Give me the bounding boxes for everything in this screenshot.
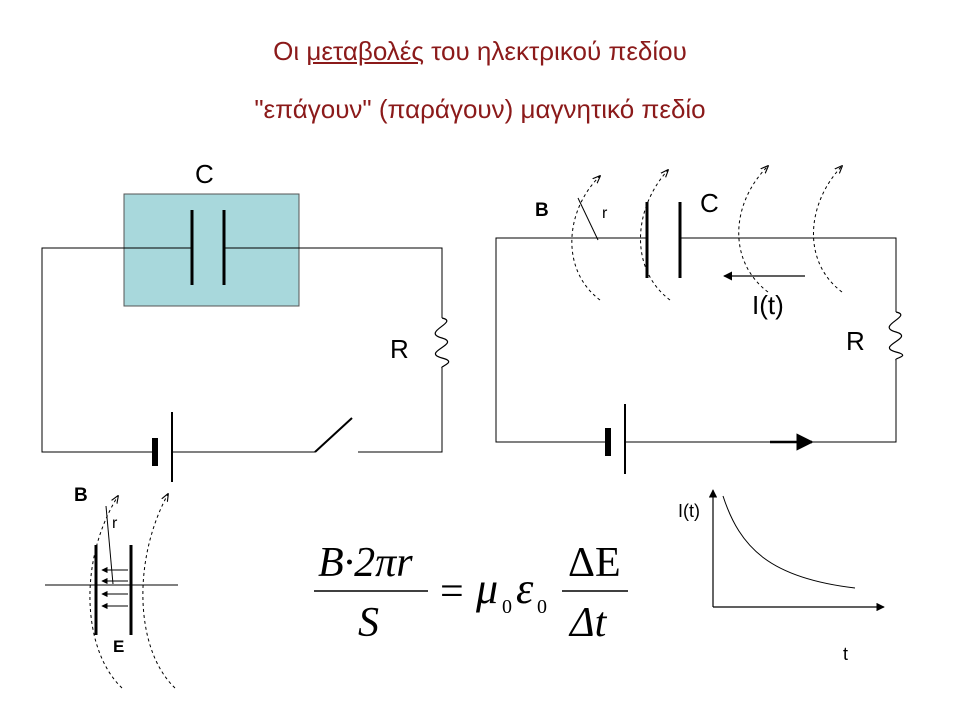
graph-x-label: t [843, 644, 848, 664]
right-capacitor-label: C [700, 188, 719, 218]
detail-field-b-label: B [74, 485, 88, 506]
left-capacitor-label: C [195, 159, 214, 189]
detail-radius-label: r [112, 515, 118, 532]
current-label: I(t) [752, 290, 784, 320]
left-switch [314, 417, 353, 453]
title-prefix: Οι [273, 36, 307, 66]
equation-equals: = [440, 569, 464, 615]
right-circuit-wire [495, 237, 647, 443]
left-circuit-wire-right [224, 247, 443, 318]
left-resistor-label: R [390, 334, 409, 364]
graph-decay-curve [722, 495, 856, 589]
title-emphasis: μεταβολές [306, 36, 424, 66]
left-circuit-wire-bottom [172, 368, 443, 453]
right-resistor [888, 311, 904, 361]
right-radius-label: r [602, 205, 608, 222]
equation-rhs-denominator: Δt [568, 600, 608, 646]
right-circuit: B r C I(t) R [495, 166, 904, 474]
left-circuit-wire [41, 247, 192, 453]
right-resistor-label: R [846, 326, 865, 356]
field-line-b-4 [813, 166, 842, 293]
detail-field-e-label: E [113, 637, 124, 656]
equation-mu: μ [475, 564, 498, 613]
left-resistor [434, 317, 450, 369]
field-line-b-3 [738, 166, 768, 293]
equation-mu-sub: 0 [502, 596, 512, 618]
title-line-2: "επάγουν" (παράγουν) μαγνητικό πεδίο [254, 94, 706, 124]
plates-detail: B r E [45, 485, 178, 689]
right-field-b-label: B [535, 200, 549, 221]
right-circuit-wire-right [680, 237, 897, 312]
equation-rhs-numerator: ΔE [568, 540, 621, 586]
detail-radius-line [105, 505, 114, 585]
equation-eps: ε [516, 564, 534, 613]
capacitor-region [123, 193, 300, 307]
detail-field-line-1 [89, 496, 123, 689]
field-line-b-2 [640, 170, 671, 301]
detail-field-line-2 [142, 494, 176, 689]
right-circuit-wire-bottom [625, 360, 897, 443]
title-suffix: του ηλεκτρικού πεδίου [423, 36, 687, 66]
equation-lhs-numerator: B·2πr [318, 540, 413, 586]
left-circuit: C R [41, 159, 450, 482]
equation-eps-sub: 0 [537, 596, 547, 618]
equation-lhs-denominator: S [358, 600, 379, 646]
current-decay-graph: I(t) t [678, 489, 885, 664]
graph-y-label: I(t) [678, 501, 700, 521]
title-line-1: Οι μεταβολές του ηλεκτρικού πεδίου [0, 36, 960, 67]
radius-line [577, 197, 599, 241]
equation: B·2πr S = μ 0 ε 0 ΔE Δt [314, 540, 628, 646]
